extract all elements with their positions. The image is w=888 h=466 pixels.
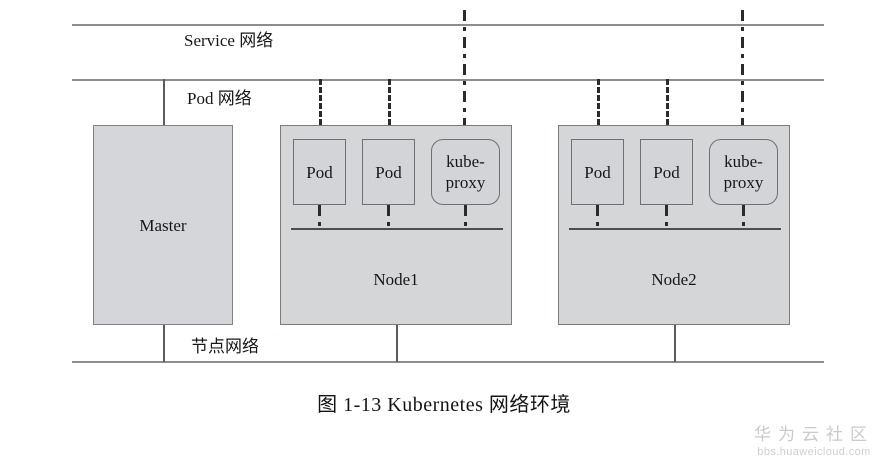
- node1-pod-1-internal-connector: [318, 205, 321, 230]
- node2-kube-proxy[interactable]: kube- proxy: [709, 139, 778, 205]
- node1-pod1-network-connector: [319, 79, 322, 125]
- master-node-network-connector: [163, 325, 165, 362]
- node-network-bottom-line: [72, 361, 824, 363]
- node2-pod1-network-connector: [597, 79, 600, 125]
- node1-pod-2[interactable]: Pod: [362, 139, 415, 205]
- node2-pod-1-label: Pod: [584, 163, 611, 182]
- node2-pod-2-internal-connector: [665, 205, 668, 230]
- watermark: 华为云社区 bbs.huaweicloud.com: [748, 425, 880, 459]
- node2-pod2-network-connector: [666, 79, 669, 125]
- node2-box[interactable]: Pod Pod kube- proxy Node2: [558, 125, 790, 325]
- node1-pod-2-internal-connector: [387, 205, 390, 230]
- node2-kubeproxy-service-connector: [741, 10, 744, 125]
- node1-kube-proxy-internal-connector: [464, 205, 467, 230]
- pod-network-label: Pod 网络: [187, 89, 252, 108]
- node2-pod-2[interactable]: Pod: [640, 139, 693, 205]
- node1-box[interactable]: Pod Pod kube- proxy Node1: [280, 125, 512, 325]
- node1-pod2-network-connector: [388, 79, 391, 125]
- node1-kubeproxy-service-connector: [463, 10, 466, 125]
- master-label: Master: [139, 216, 187, 235]
- node1-node-network-connector: [396, 325, 398, 362]
- master-box[interactable]: Master: [93, 125, 233, 325]
- node1-pod-1[interactable]: Pod: [293, 139, 346, 205]
- node1-internal-bus-line: [291, 228, 503, 230]
- node2-kube-proxy-label: kube- proxy: [723, 152, 764, 192]
- node1-pod-2-label: Pod: [375, 163, 402, 182]
- node2-label: Node2: [651, 270, 697, 289]
- node2-node-network-connector: [674, 325, 676, 362]
- node1-pod-1-label: Pod: [306, 163, 333, 182]
- node2-pod-2-label: Pod: [653, 163, 680, 182]
- node2-pod-1[interactable]: Pod: [571, 139, 624, 205]
- node1-kube-proxy[interactable]: kube- proxy: [431, 139, 500, 205]
- node2-pod-1-internal-connector: [596, 205, 599, 230]
- watermark-url: bbs.huaweicloud.com: [757, 446, 871, 458]
- figure-caption: 图 1-13 Kubernetes 网络环境: [317, 394, 571, 416]
- node1-label: Node1: [373, 270, 419, 289]
- node2-kube-proxy-internal-connector: [742, 205, 745, 230]
- node2-internal-bus-line: [569, 228, 781, 230]
- node-network-label: 节点网络: [191, 337, 259, 356]
- service-network-label: Service 网络: [184, 31, 274, 50]
- watermark-brand: 华为云社区: [754, 425, 874, 444]
- service-network-top-line: [72, 24, 824, 26]
- master-pod-network-connector: [163, 79, 165, 125]
- node1-kube-proxy-label: kube- proxy: [445, 152, 486, 192]
- pod-network-top-line: [72, 79, 824, 81]
